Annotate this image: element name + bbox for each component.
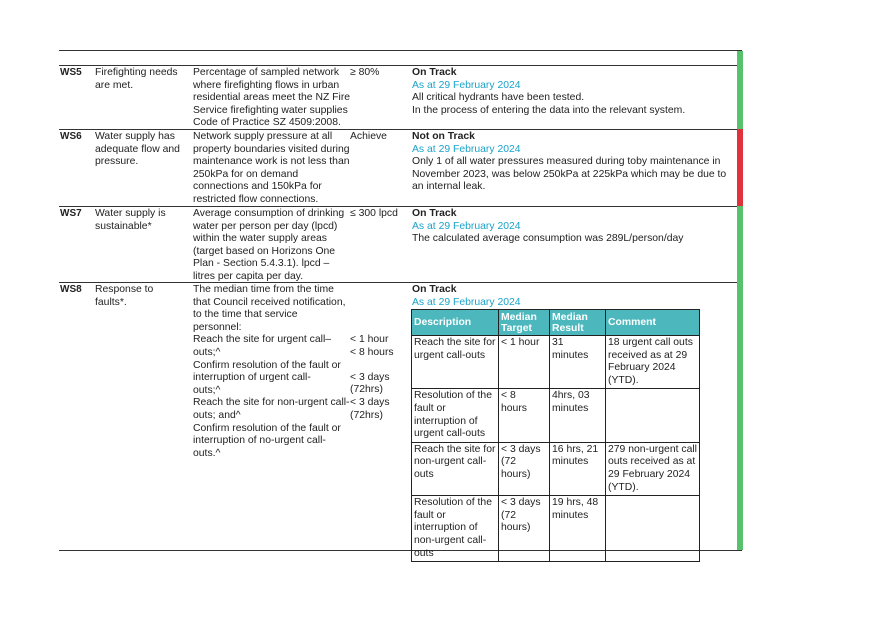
cell-comment [605, 388, 700, 443]
row-divider [59, 282, 742, 283]
row-divider [59, 65, 742, 66]
row-divider [59, 206, 742, 207]
measure-code: WS6 [60, 131, 82, 142]
table-bottom-rule [59, 550, 742, 551]
cell-comment [605, 495, 700, 563]
measure-target: ≥ 80% [350, 67, 380, 78]
status-bar [737, 206, 743, 282]
column-header-comment: Comment [605, 309, 700, 336]
row-divider [59, 129, 742, 130]
measure-target: ≤ 300 lpcd [350, 208, 398, 219]
measure-target: < 1 hour< 8 hours< 3 days(72hrs)< 3 days… [350, 334, 394, 421]
measure-code: WS5 [60, 67, 82, 78]
column-header-description: Description [411, 309, 499, 336]
cell-target: < 1 hour [498, 334, 550, 390]
measure-code: WS7 [60, 208, 82, 219]
table-top-rule [59, 50, 742, 51]
status-bar [737, 282, 743, 550]
measure-target: Achieve [350, 131, 387, 142]
status-bar [737, 51, 743, 129]
status-bar [737, 129, 743, 206]
measure-code: WS8 [60, 284, 82, 295]
